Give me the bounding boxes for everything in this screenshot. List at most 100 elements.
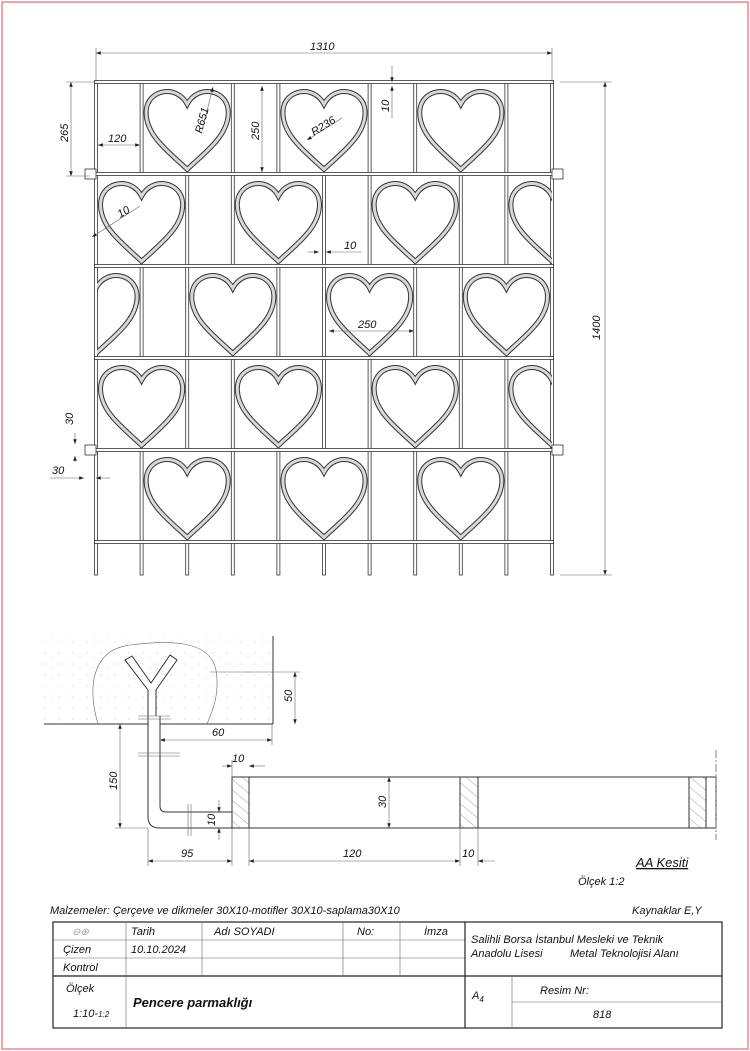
vertical-bar	[550, 449, 554, 543]
heart-motif	[420, 92, 502, 170]
drawn-label: Çizen	[63, 944, 91, 956]
vertical-bar	[413, 265, 418, 359]
horizontal-bar	[94, 540, 554, 544]
dim-inner-radius: R236	[309, 114, 338, 139]
projection-symbol-icon: ⊖⊕	[72, 927, 89, 938]
dim-motif-thickness: 10	[116, 204, 133, 221]
wall-stud-right	[551, 444, 564, 456]
vertical-bar	[504, 81, 509, 175]
vertical-bar	[276, 449, 281, 543]
dim-offset-95: 95	[181, 848, 194, 860]
heart-motif	[465, 276, 547, 354]
checked-label: Kontrol	[63, 962, 98, 974]
heart-motif	[146, 92, 228, 170]
no-label: No:	[357, 926, 374, 938]
dim-frame-depth: 30	[377, 795, 389, 808]
vertical-bar	[94, 173, 98, 267]
vertical-bar	[413, 81, 418, 175]
scale-label: Ölçek	[66, 983, 95, 995]
picket-end	[230, 541, 235, 576]
vertical-bar	[139, 449, 144, 543]
heart-motif	[55, 276, 137, 354]
vertical-bar	[230, 81, 235, 175]
dim-first-row-height: 265	[59, 123, 71, 143]
school-name-line1: Salihli Borsa İstanbul Mesleki ve Teknik	[471, 934, 664, 946]
front-view	[55, 80, 593, 576]
heart-motif	[511, 184, 593, 262]
department: Metal Teknolojisi Alanı	[570, 948, 679, 960]
heart-motif	[329, 276, 411, 354]
horizontal-bar	[94, 356, 554, 360]
picket-end	[322, 541, 326, 576]
heart-fill	[511, 368, 593, 446]
vertical-bar	[230, 173, 235, 267]
dim-overall-width: 1310	[310, 41, 335, 53]
heart-fill	[329, 276, 411, 354]
horizontal-bar	[94, 264, 554, 268]
picket-end	[185, 541, 190, 576]
heart-fill	[465, 276, 547, 354]
vertical-bar	[139, 265, 144, 359]
drawing-no: 818	[593, 1009, 612, 1021]
school-name-line2: Anadolu Lisesi	[470, 948, 543, 960]
vertical-bar	[185, 357, 190, 451]
vertical-bar	[276, 265, 281, 359]
heart-fill	[101, 184, 183, 262]
date-label: Tarih	[131, 926, 155, 938]
heart-motif	[374, 368, 456, 446]
title-block: ⊖⊕ Tarih Adı SOYADI No: İmza Çizen 10.10…	[52, 921, 723, 1029]
vertical-bar	[504, 173, 509, 267]
vertical-bar	[94, 81, 98, 175]
heart-fill	[374, 184, 456, 262]
picket-end	[139, 541, 144, 576]
dim-bar-gap: 10	[344, 240, 357, 252]
vertical-bar	[550, 81, 554, 175]
heart-motif	[283, 92, 365, 170]
heart-fill	[237, 368, 319, 446]
vertical-bar	[458, 173, 463, 267]
dim-embed-depth: 50	[283, 689, 295, 702]
vertical-bar	[322, 265, 326, 359]
picket-end	[94, 541, 98, 576]
vertical-bar	[94, 449, 98, 543]
dim-cell-width: 120	[108, 133, 127, 145]
heart-motif	[283, 460, 365, 538]
heart-fill	[101, 368, 183, 446]
dim-bar-thickness: 10	[380, 99, 392, 112]
heart-motif	[101, 184, 183, 262]
dim-stud-vertical: 30	[64, 412, 76, 425]
heart-motif	[146, 460, 228, 538]
heart-fill	[420, 92, 502, 170]
drawn-date: 10.10.2024	[131, 944, 186, 956]
wall-stud-left	[84, 168, 97, 180]
vertical-bar	[322, 173, 326, 267]
dim-stud-horizontal: 30	[52, 465, 65, 477]
dim-wall-offset: 60	[212, 727, 225, 739]
scale-value: 1:10-1:2	[73, 1008, 110, 1020]
dim-anchor-length: 150	[108, 771, 120, 790]
heart-motif	[237, 368, 319, 446]
heart-fill	[283, 92, 365, 170]
heart-fill	[237, 184, 319, 262]
heart-fill	[420, 460, 502, 538]
section-title: AA Kesiti	[635, 855, 689, 870]
heart-motif	[374, 184, 456, 262]
vertical-bar	[458, 265, 463, 359]
dim-outer-radius: R651	[193, 106, 211, 135]
dim-bar-width: 10	[232, 753, 245, 765]
dim-overall-height: 1400	[591, 315, 603, 340]
dim-bar-width-bottom: 10	[462, 848, 475, 860]
heart-fill	[192, 276, 274, 354]
name-label: Adı SOYADI	[213, 926, 275, 938]
heart-fill	[55, 276, 137, 354]
dim-spacing: 120	[343, 848, 362, 860]
heart-motif	[192, 276, 274, 354]
sheet-size: A4	[471, 990, 484, 1004]
picket-end	[413, 541, 418, 576]
horizontal-bar	[94, 80, 554, 84]
vertical-bar	[367, 357, 372, 451]
vertical-bar	[94, 357, 98, 451]
picket-end	[550, 541, 554, 576]
